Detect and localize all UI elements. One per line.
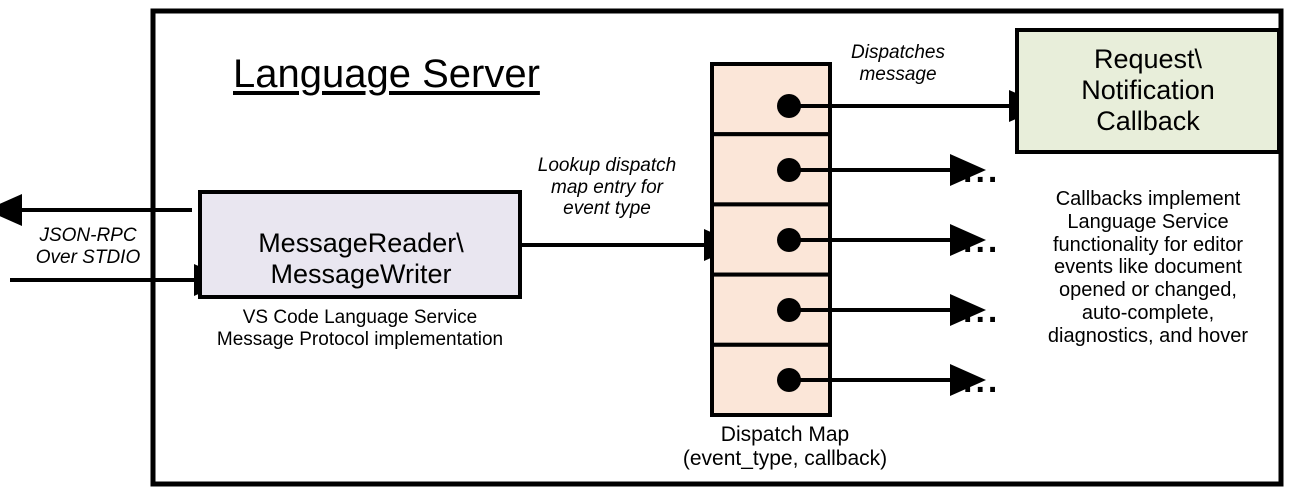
request-notification-callback-box: [1015, 28, 1281, 154]
ellipsis-2: ...: [963, 222, 1001, 260]
ellipsis-1: ...: [963, 152, 1001, 190]
jsonrpc-transport-label: JSON-RPC Over STDIO: [35, 225, 141, 268]
dispatches-message-label: Dispatches message: [851, 42, 945, 85]
message-reader-writer-box: [198, 190, 522, 299]
dispatch-map-cell-0: [710, 62, 832, 137]
message-reader-writer-label: MessageReader\ MessageWriter: [258, 228, 464, 289]
request-notification-callback-label: Request\ Notification Callback: [1081, 44, 1215, 136]
ellipsis-4: ...: [963, 362, 1001, 400]
dispatch-map-caption: Dispatch Map (event_type, callback): [682, 423, 888, 470]
ellipsis-3: ...: [963, 292, 1001, 330]
lookup-dispatch-label: Lookup dispatch map entry for event type: [537, 155, 677, 220]
callback-description: Callbacks implement Language Service fun…: [1047, 188, 1249, 347]
page-title: Language Server: [233, 52, 540, 96]
message-reader-writer-caption: VS Code Language Service Message Protoco…: [216, 307, 504, 350]
language-server-boundary: [150, 8, 1284, 487]
